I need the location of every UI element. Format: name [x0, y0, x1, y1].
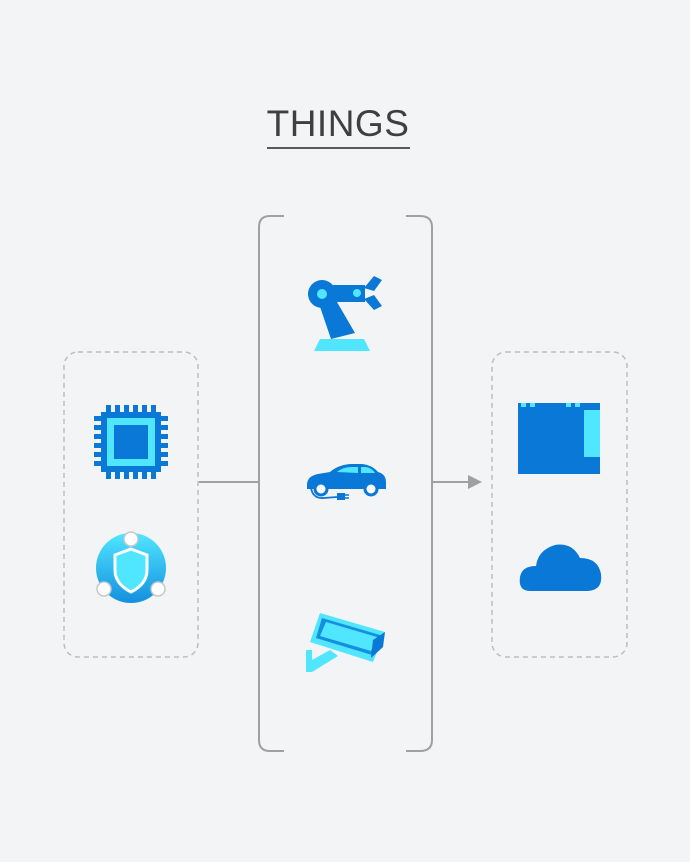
right-group-frame [491, 351, 628, 658]
robot-arm-icon [308, 276, 382, 351]
shield-security-icon [96, 531, 166, 603]
arrow-head [468, 475, 482, 489]
electric-car-icon [307, 464, 386, 500]
cloud-icon [519, 544, 602, 591]
left-group-frame [63, 351, 199, 658]
server-storage-icon [518, 403, 600, 474]
security-camera-icon [306, 613, 385, 672]
diagram-title: THINGS [266, 103, 410, 144]
center-bracket-left [258, 215, 284, 752]
microchip-icon [94, 405, 168, 479]
title-underline [267, 147, 410, 149]
center-bracket-right [406, 215, 433, 752]
